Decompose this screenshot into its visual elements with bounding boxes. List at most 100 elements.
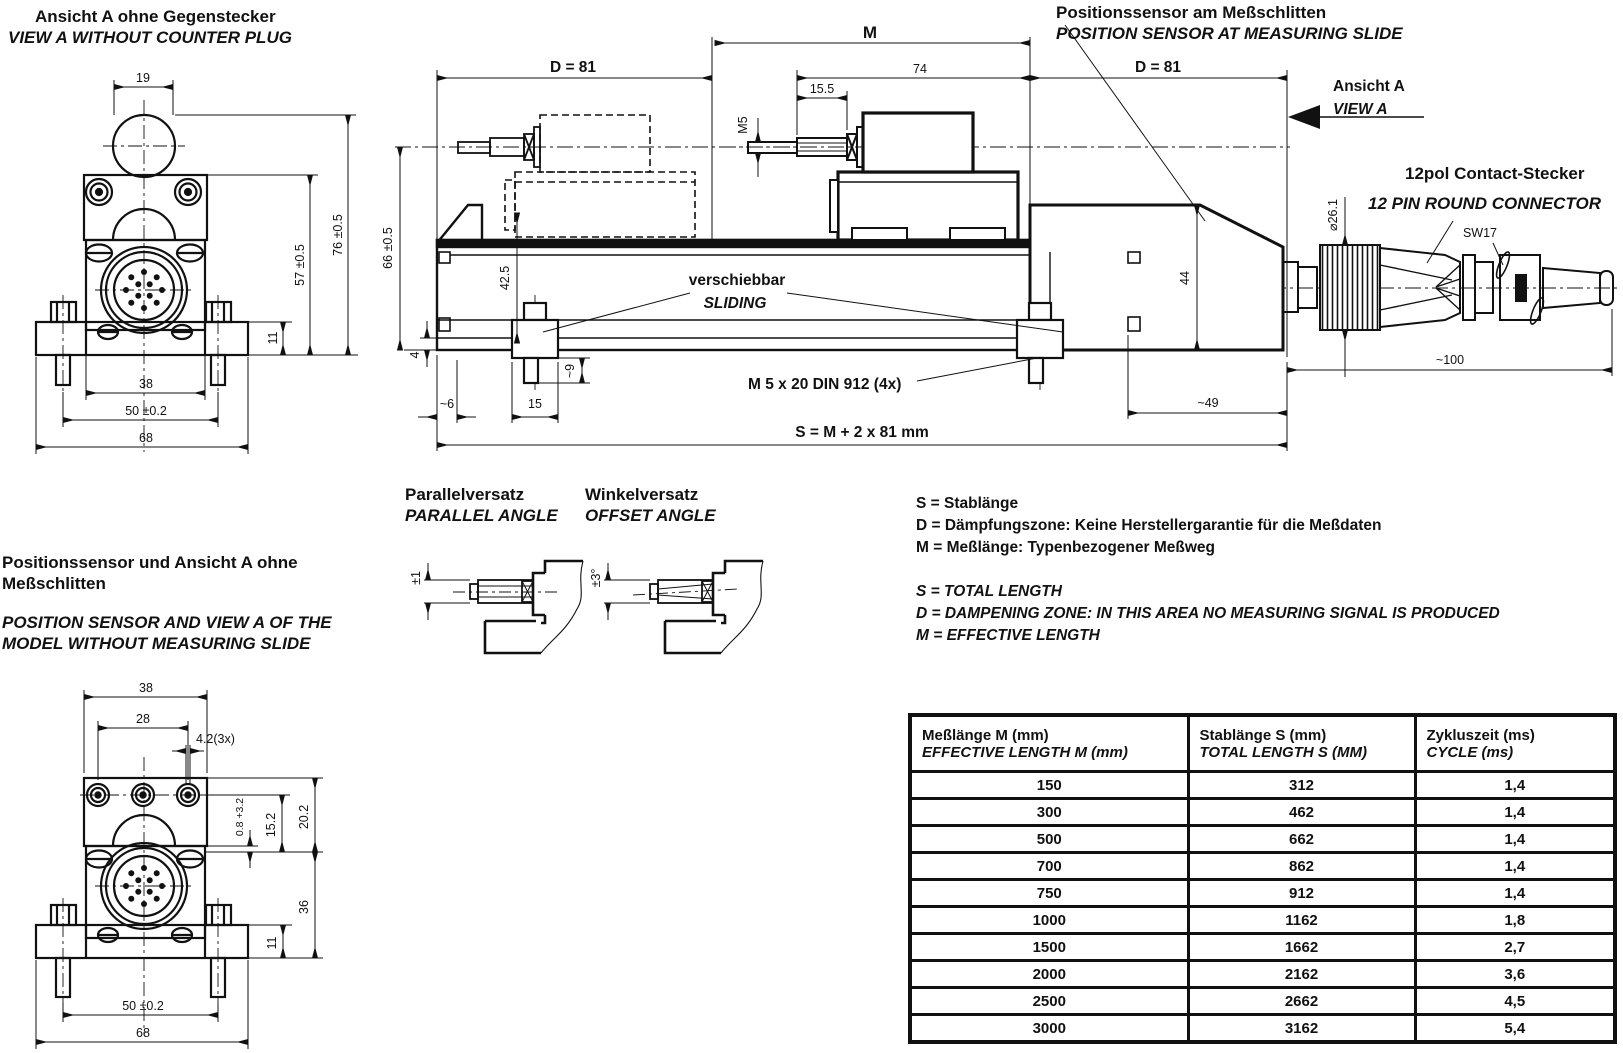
connector-label-en: 12 PIN ROUND CONNECTOR — [1368, 194, 1601, 213]
dim-50-b: 50 ±0.2 — [122, 999, 164, 1013]
view-a-title-en: VIEW A WITHOUT COUNTER PLUG — [8, 28, 292, 47]
legend-german: S = Stablänge D = Dämpfungszone: Keine H… — [916, 493, 1382, 559]
main-dim-labels: D = 81 M D = 81 74 15.5 M5 66 ±0.5 42.5 … — [381, 23, 1497, 441]
lower-block-2 — [84, 844, 207, 940]
mounting-feet-2 — [34, 903, 250, 999]
mounting-clamp-left — [510, 301, 560, 385]
measuring-slide — [829, 111, 1020, 242]
cable-boot — [1542, 266, 1614, 310]
bottom-view-title: Positionssensor und Ansicht A ohne Meßsc… — [2, 553, 332, 653]
dim-20-2: 20.2 — [297, 805, 311, 829]
plug-barrel — [111, 113, 177, 179]
legend-en-s: S = TOTAL LENGTH — [916, 583, 1062, 600]
dim-50: 50 ±0.2 — [125, 404, 167, 418]
mounting-clamp-right — [1015, 301, 1065, 385]
dim-d-left: D = 81 — [550, 59, 596, 76]
dim-38: 38 — [139, 377, 153, 391]
label-sliding-en: SLIDING — [704, 295, 767, 312]
legend-english: S = TOTAL LENGTH D = DAMPENING ZONE: IN … — [916, 581, 1500, 647]
connector-label-de: 12pol Contact-Stecker — [1405, 164, 1585, 183]
bottom-view-dim-labels: 38 28 4.2(3x) 0.8 +3.2 15.2 20.2 36 11 5… — [122, 681, 311, 1040]
sensor-slide-label-en: POSITION SENSOR AT MEASURING SLIDE — [1056, 24, 1403, 43]
connector-pins — [123, 269, 165, 311]
slide-rod — [747, 126, 864, 168]
main-dimensions — [396, 37, 1613, 451]
dim-68: 68 — [139, 431, 153, 445]
dim-m5: M5 — [736, 116, 750, 133]
view-a-arrow: Ansicht A VIEW A — [1286, 75, 1424, 357]
dim-19: 19 — [136, 71, 150, 85]
front-view-without-slide: 38 28 4.2(3x) 0.8 +3.2 15.2 20.2 36 11 5… — [34, 681, 323, 1049]
angle-tolerance: ±3° — [589, 569, 603, 588]
dim-74: 74 — [913, 62, 927, 76]
legend-en-m: M = EFFECTIVE LENGTH — [916, 627, 1100, 644]
table-header-row: Meßlänge M (mm) EFFECTIVE LENGTH M (mm) … — [908, 713, 1617, 773]
front-view-with-plug: 19 11 57 ±0.5 76 ±0.5 38 50 ±0.2 68 — [34, 71, 358, 454]
dim-68-b: 68 — [136, 1026, 150, 1040]
col-header-total-length: Stablänge S (mm) TOTAL LENGTH S (MM) — [1186, 713, 1417, 773]
label-sw17: SW17 — [1463, 226, 1497, 240]
view-a-title-de: Ansicht A ohne Gegenstecker — [35, 7, 276, 26]
dome-2 — [111, 813, 177, 847]
offset-detail-views: ±1 — [409, 559, 764, 655]
sensor-slide-label-de: Positionssensor am Meßschlitten — [1056, 3, 1327, 22]
view-a-arrow-label-en: VIEW A — [1333, 101, 1388, 118]
length-cycle-table: Meßlänge M (mm) EFFECTIVE LENGTH M (mm) … — [908, 713, 1617, 1044]
dim-4: 4 — [408, 351, 422, 358]
phantom-rod — [457, 126, 541, 168]
dim-36-b: 36 — [297, 900, 311, 914]
angle-offset-title: Winkelversatz OFFSET ANGLE — [585, 485, 716, 525]
phantom-slide — [504, 114, 696, 238]
dim-15: 15 — [528, 397, 542, 411]
dim-44: 44 — [1178, 271, 1192, 285]
dim-42-3x: 4.2(3x) — [196, 732, 235, 746]
dim-26-1: ⌀26.1 — [1326, 199, 1340, 231]
lower-block — [84, 238, 207, 332]
dim-76: 76 ±0.5 — [331, 214, 345, 256]
connector-plate — [1297, 266, 1318, 309]
dim-49: ~49 — [1197, 396, 1218, 410]
dim-57: 57 ±0.5 — [293, 244, 307, 286]
connector-face — [99, 245, 189, 335]
slot-screw-left — [84, 243, 114, 263]
connector-neck — [1282, 261, 1299, 313]
sensor-head — [1028, 203, 1285, 352]
rail-left-cap — [436, 203, 484, 244]
slot-screw-right — [175, 243, 205, 263]
front-view-dim-labels: 19 11 57 ±0.5 76 ±0.5 38 50 ±0.2 68 — [125, 71, 345, 445]
dim-15-5: 15.5 — [810, 82, 834, 96]
legend-de-s: S = Stablänge — [916, 495, 1019, 512]
dim-100: ~100 — [1436, 353, 1464, 367]
legend-en-d: D = DAMPENING ZONE: IN THIS AREA NO MEAS… — [916, 605, 1500, 622]
view-a-arrow-label-de: Ansicht A — [1333, 78, 1405, 95]
view-a-title: Ansicht A ohne Gegenstecker VIEW A WITHO… — [8, 6, 292, 48]
dim-d-right: D = 81 — [1135, 59, 1181, 76]
label-screw-note: M 5 x 20 DIN 912 (4x) — [748, 376, 901, 393]
dim-28-b: 28 — [136, 712, 150, 726]
dim-66: 66 ±0.5 — [381, 227, 395, 269]
dim-38-b: 38 — [139, 681, 153, 695]
screw-hole-left — [84, 177, 114, 207]
parallel-offset-view: ±1 — [409, 559, 584, 655]
dome — [111, 207, 177, 241]
bottom-view-dimensions — [35, 690, 323, 1049]
dim-11: 11 — [266, 331, 280, 344]
mounting-feet — [34, 300, 250, 387]
angular-offset-view: ±3° — [589, 559, 764, 655]
legend-de-d: D = Dämpfungszone: Keine Herstellergaran… — [916, 517, 1382, 534]
round-connector — [1282, 244, 1614, 331]
dim-42-5: 42.5 — [498, 266, 512, 290]
parallel-tolerance: ±1 — [409, 571, 423, 585]
dim-11-b: 11 — [265, 936, 279, 949]
col-header-effective-length: Meßlänge M (mm) EFFECTIVE LENGTH M (mm) — [908, 713, 1190, 773]
knurled-ring — [1319, 244, 1381, 331]
dim-15-2: 15.2 — [264, 813, 278, 837]
